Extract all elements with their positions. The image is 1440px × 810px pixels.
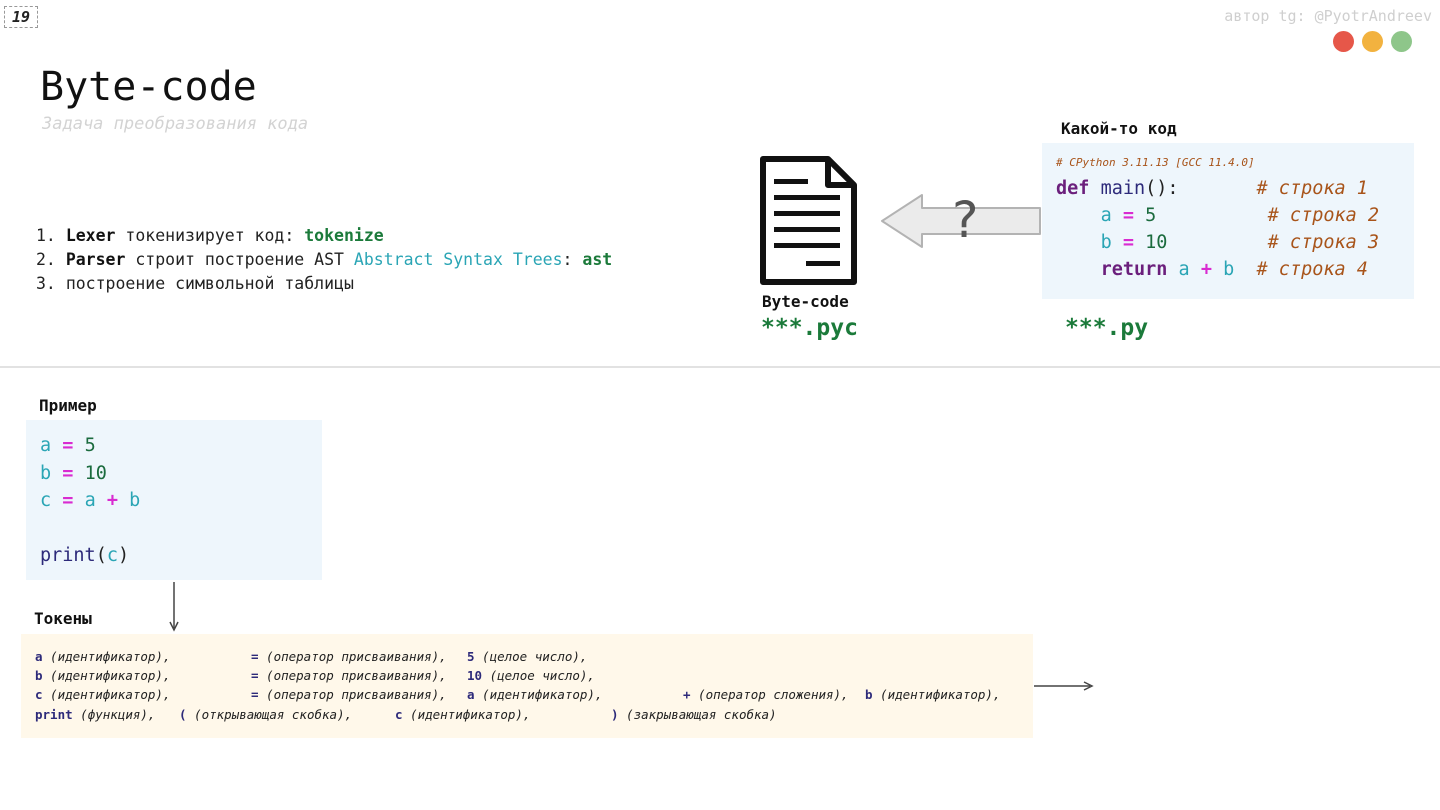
code-line-1: def main(): # строка 1	[1056, 178, 1368, 199]
green-dot-icon	[1391, 31, 1412, 52]
example-line-4: print(c)	[40, 545, 130, 566]
token-item: a (идентификатор),	[467, 687, 603, 702]
document-icon	[760, 156, 857, 285]
red-dot-icon	[1333, 31, 1354, 52]
token-item: print (функция),	[35, 707, 156, 722]
tokens-block: a (идентификатор), = (оператор присваива…	[21, 634, 1033, 738]
token-item: 10 (целое число),	[467, 668, 595, 683]
author-credit: автор tg: @PyotrAndreev	[1224, 7, 1432, 25]
token-item: c (идентификатор),	[35, 687, 171, 702]
example-code-lines: a = 5 b = 10 c = a + b print(c)	[40, 432, 140, 570]
source-code-lines: def main(): # строка 1 a = 5 # строка 2 …	[1056, 175, 1379, 283]
step-1: 1. Lexer токенизирует код: tokenize	[36, 226, 384, 245]
code-line-3: b = 10 # строка 3	[1100, 232, 1380, 253]
question-mark: ?	[952, 191, 979, 249]
tokens-label: Токены	[34, 609, 92, 628]
token-item: = (оператор присваивания),	[251, 668, 447, 683]
token-item: a (идентификатор),	[35, 649, 171, 664]
step-keyword: Parser	[65, 250, 126, 269]
code-line-4: return a + b # строка 4	[1100, 259, 1368, 280]
source-code-block: # CPython 3.11.13 [GCC 11.4.0] def main(…	[1042, 143, 1414, 299]
right-arrow-icon	[1034, 681, 1094, 691]
page-title: Byte-code	[40, 64, 257, 110]
example-blank-line	[40, 515, 140, 543]
down-arrow-icon	[169, 582, 179, 632]
step-3: 3. построение символьной таблицы	[36, 274, 354, 293]
module-name: ast	[582, 250, 613, 269]
steps-list: 1. Lexer токенизирует код: tokenize 2. P…	[36, 224, 612, 296]
token-item: ) (закрывающая скобка)	[611, 707, 777, 722]
token-item: c (идентификатор),	[395, 707, 531, 722]
example-line-1: a = 5	[40, 435, 96, 456]
step-2: 2. Parser строит построение AST Abstract…	[36, 250, 613, 269]
page-subtitle: Задача преобразования кода	[42, 114, 309, 134]
left-arrow-icon	[881, 194, 1041, 248]
example-code-block: a = 5 b = 10 c = a + b print(c)	[26, 420, 322, 580]
yellow-dot-icon	[1362, 31, 1383, 52]
token-item: 5 (целое число),	[467, 649, 588, 664]
token-item: ( (открывающая скобка),	[179, 707, 353, 722]
example-label: Пример	[39, 396, 97, 415]
page-number: 19	[4, 6, 38, 28]
source-code-title: Какой-то код	[1061, 119, 1177, 138]
token-item: b (идентификатор),	[865, 687, 1001, 702]
code-line-2: a = 5 # строка 2	[1100, 205, 1380, 226]
token-item: + (оператор сложения),	[683, 687, 849, 702]
py-extension: ***.py	[1065, 315, 1149, 341]
ast-term: Abstract Syntax Trees	[353, 250, 563, 269]
token-item: b (идентификатор),	[35, 668, 171, 683]
pyc-extension: ***.pyc	[761, 315, 858, 341]
step-keyword: Lexer	[65, 226, 116, 245]
code-comment: # CPython 3.11.13 [GCC 11.4.0]	[1056, 156, 1255, 169]
example-line-2: b = 10	[40, 462, 107, 484]
token-item: = (оператор присваивания),	[251, 687, 447, 702]
section-divider	[0, 366, 1440, 368]
bytecode-label: Byte-code	[762, 292, 849, 311]
example-line-3: c = a + b	[40, 490, 141, 511]
module-name: tokenize	[304, 226, 384, 245]
token-item: = (оператор присваивания),	[251, 649, 447, 664]
